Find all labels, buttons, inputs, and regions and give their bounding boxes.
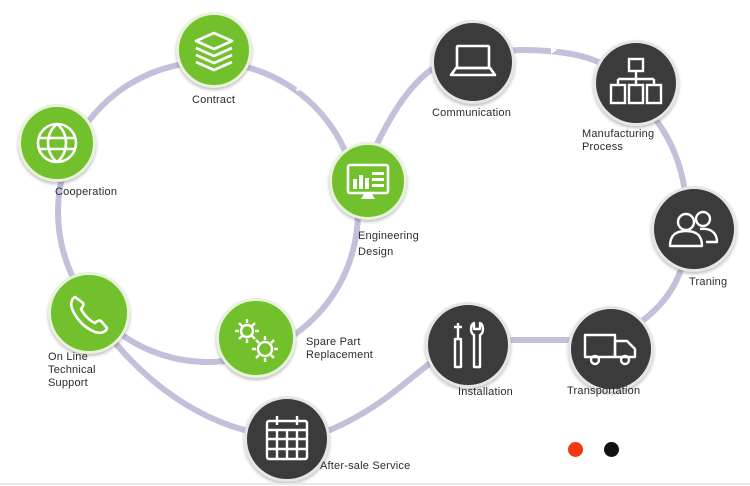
pager-dot-inactive[interactable] <box>604 442 619 457</box>
arrow-marker <box>679 143 686 150</box>
arrow-marker <box>296 84 303 91</box>
cooperation-label: Cooperation <box>55 186 118 198</box>
transportation-label: Transportation <box>567 385 641 397</box>
arrow-marker <box>174 410 181 417</box>
cooperation-node <box>18 104 96 182</box>
engineering-label: Engineering Design <box>358 230 419 258</box>
installation-node <box>425 302 511 388</box>
arrow-marker <box>116 66 123 73</box>
layers-icon <box>194 31 234 72</box>
arrow-marker <box>171 346 177 354</box>
arrow-marker <box>322 273 328 280</box>
laptop-icon <box>449 44 497 77</box>
contract-label: Contract <box>192 94 236 106</box>
support-node <box>48 272 130 354</box>
support-label: On Line Technical Support <box>48 351 96 389</box>
arrow-marker <box>650 290 657 297</box>
globe-icon <box>36 122 78 164</box>
training-label: Traning <box>689 276 728 288</box>
track-arrows <box>44 46 686 418</box>
bottom-divider <box>0 483 750 485</box>
manufacturing-label: Manufacturing Process <box>582 128 655 153</box>
aftersale-label: After-sale Service <box>320 460 411 472</box>
pager-dot-active[interactable] <box>568 442 583 457</box>
calendar-icon <box>265 416 309 461</box>
contract-node <box>176 12 252 88</box>
arrow-marker <box>551 46 557 54</box>
spare-node <box>216 298 296 378</box>
communication-node <box>431 20 515 104</box>
gears-icon <box>235 319 278 362</box>
manufacturing-node <box>593 40 679 126</box>
aftersale-node <box>244 396 330 482</box>
engineering-node <box>329 142 407 220</box>
installation-label: Installation <box>458 386 513 398</box>
arrow-marker <box>537 344 543 352</box>
phone-icon <box>69 295 109 335</box>
communication-label: Communication <box>432 107 512 119</box>
arrow-marker <box>409 110 416 116</box>
arrow-marker <box>44 238 52 244</box>
monitor-chart-icon <box>346 163 390 199</box>
spare-label: Spare Part Replacement <box>306 336 374 361</box>
truck-icon <box>583 333 637 366</box>
arrow-marker <box>397 411 404 418</box>
training-node <box>651 186 737 272</box>
flowchart-icon <box>609 57 663 105</box>
users-icon <box>668 210 719 248</box>
tools-icon <box>453 321 485 369</box>
transportation-node <box>568 306 654 392</box>
